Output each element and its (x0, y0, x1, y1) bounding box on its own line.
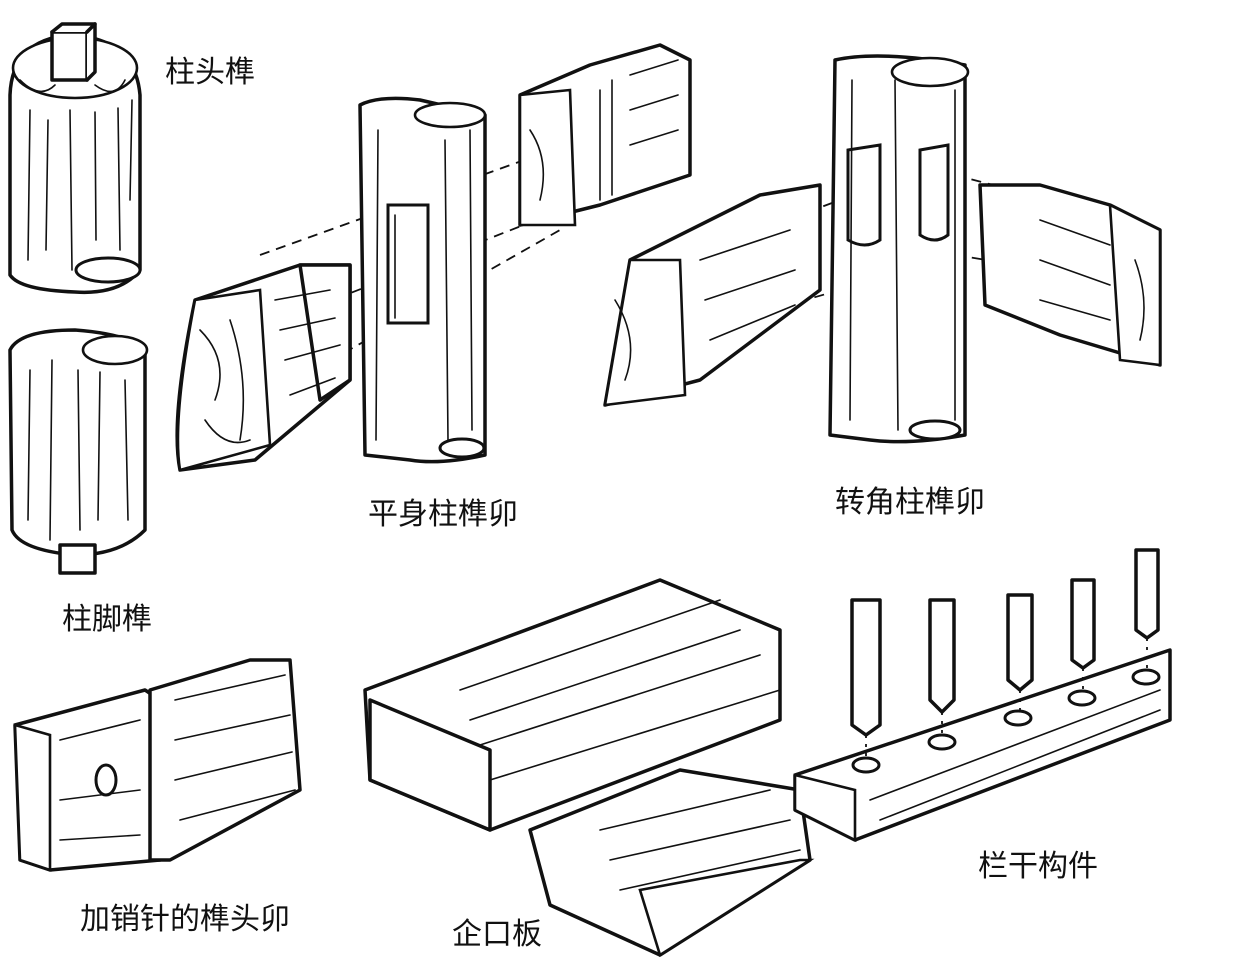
pinned-tenon-drawing (13, 658, 302, 872)
label-pinned-tenon: 加销针的榫头卯 (80, 902, 290, 937)
column-foot-tenon-drawing (8, 328, 149, 575)
corner-column-joint-drawing (603, 54, 1162, 444)
label-railing-parts: 栏干构件 (978, 849, 1098, 884)
label-corner-column-joint: 转角柱榫卯 (835, 485, 985, 520)
tongue-groove-board-drawing (363, 578, 815, 958)
label-column-top-tenon: 柱头榫 (165, 55, 255, 90)
label-tongue-groove-board: 企口板 (452, 917, 542, 952)
railing-parts-drawing (793, 548, 1172, 843)
mid-column-joint-drawing (175, 43, 692, 472)
label-column-foot-tenon: 柱脚榫 (62, 602, 152, 637)
label-mid-column-joint: 平身柱榫卯 (368, 497, 518, 532)
column-top-tenon-drawing (8, 22, 142, 295)
